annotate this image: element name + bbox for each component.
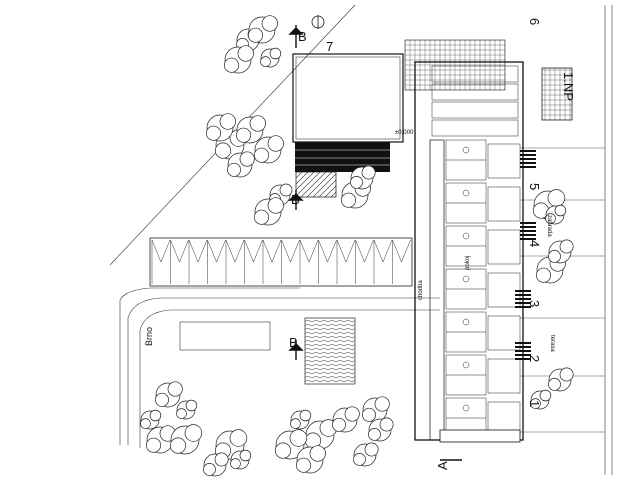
- unit-room: [445, 225, 521, 267]
- parking-stall: [225, 239, 245, 284]
- unit-room: [445, 311, 521, 353]
- tree-icon: [227, 151, 255, 178]
- parking-stall: [281, 239, 300, 284]
- step-block: [515, 290, 531, 308]
- unit-room: [445, 182, 521, 224]
- road-label: Brno: [144, 326, 154, 346]
- tree-icon: [530, 389, 552, 410]
- tree-icon: [296, 445, 326, 474]
- tree-icon: [254, 197, 284, 226]
- terrace-outline: [179, 321, 271, 351]
- tree-icon: [260, 47, 282, 68]
- main-building: [414, 61, 524, 443]
- lot-7: 7: [326, 39, 334, 54]
- section-a-label: A: [435, 461, 450, 470]
- lot-5: 5: [527, 183, 542, 191]
- unit-room: [431, 101, 519, 119]
- garden-label: zahrada: [546, 215, 552, 237]
- property-boundary: [109, 4, 613, 475]
- hall-label: chodba: [418, 280, 424, 300]
- section-b-bottom: B: [289, 335, 298, 350]
- paved-entrance: [304, 317, 356, 385]
- tree-icon: [248, 15, 278, 44]
- parking-stall: [207, 239, 226, 284]
- tree-icon: [290, 409, 312, 430]
- unit-room: [431, 83, 519, 101]
- parking-stall: [244, 239, 263, 284]
- parking-stall: [318, 239, 337, 284]
- tree-icon: [203, 452, 229, 477]
- parking-stall: [262, 239, 282, 284]
- parking-stall: [299, 239, 319, 284]
- parking-stall: [188, 239, 208, 284]
- section-b-top: B: [298, 29, 307, 44]
- tree-icon: [350, 165, 376, 190]
- section-markers: [288, 25, 462, 461]
- parking-stall: [336, 239, 356, 284]
- parking-area: [149, 237, 413, 287]
- tree-icon: [236, 115, 266, 144]
- tree-icon: [332, 406, 360, 433]
- unit-room: [431, 119, 519, 137]
- tree-icon: [224, 45, 254, 74]
- tree-icon: [169, 424, 203, 455]
- tree-icon: [230, 449, 252, 470]
- unit-room: [445, 139, 521, 181]
- parking-stall: [170, 239, 189, 284]
- tree-icon: [206, 113, 236, 142]
- lot-6: 6: [527, 18, 542, 26]
- tree-icon: [545, 204, 567, 225]
- tree-icon: [353, 442, 379, 467]
- trees: [140, 15, 574, 477]
- tree-icon: [254, 135, 284, 164]
- section-b-mid: B: [291, 192, 300, 207]
- tree-icon: [274, 429, 308, 460]
- parking-stall: [373, 239, 393, 284]
- terrace-label: terasa: [549, 335, 555, 352]
- unit-room: [445, 268, 521, 310]
- step-block: [520, 150, 536, 168]
- unit-room: [445, 354, 521, 396]
- floor-label: 1.NP: [561, 72, 576, 101]
- tree-icon: [368, 417, 394, 442]
- parking-stall: [151, 239, 171, 284]
- unit-room: [431, 65, 519, 83]
- lot-3: 3: [527, 300, 542, 308]
- lot-1: 1: [527, 400, 542, 408]
- tree-icon: [548, 367, 574, 392]
- parking-stall: [392, 239, 411, 284]
- tree-icon: [155, 381, 183, 408]
- level-label: ±0,000: [395, 130, 414, 136]
- tree-icon: [176, 399, 198, 420]
- step-block: [520, 222, 536, 240]
- step-block: [515, 342, 531, 360]
- lot-2: 2: [527, 355, 542, 363]
- upper-building: [292, 39, 573, 198]
- tree-icon: [304, 419, 338, 450]
- tree-icon: [140, 409, 162, 430]
- parking-stall: [355, 239, 374, 284]
- tree-icon: [548, 239, 574, 264]
- room-label: pokoj: [465, 255, 471, 270]
- lot-4: 4: [527, 240, 542, 248]
- garden-steps: [515, 150, 536, 360]
